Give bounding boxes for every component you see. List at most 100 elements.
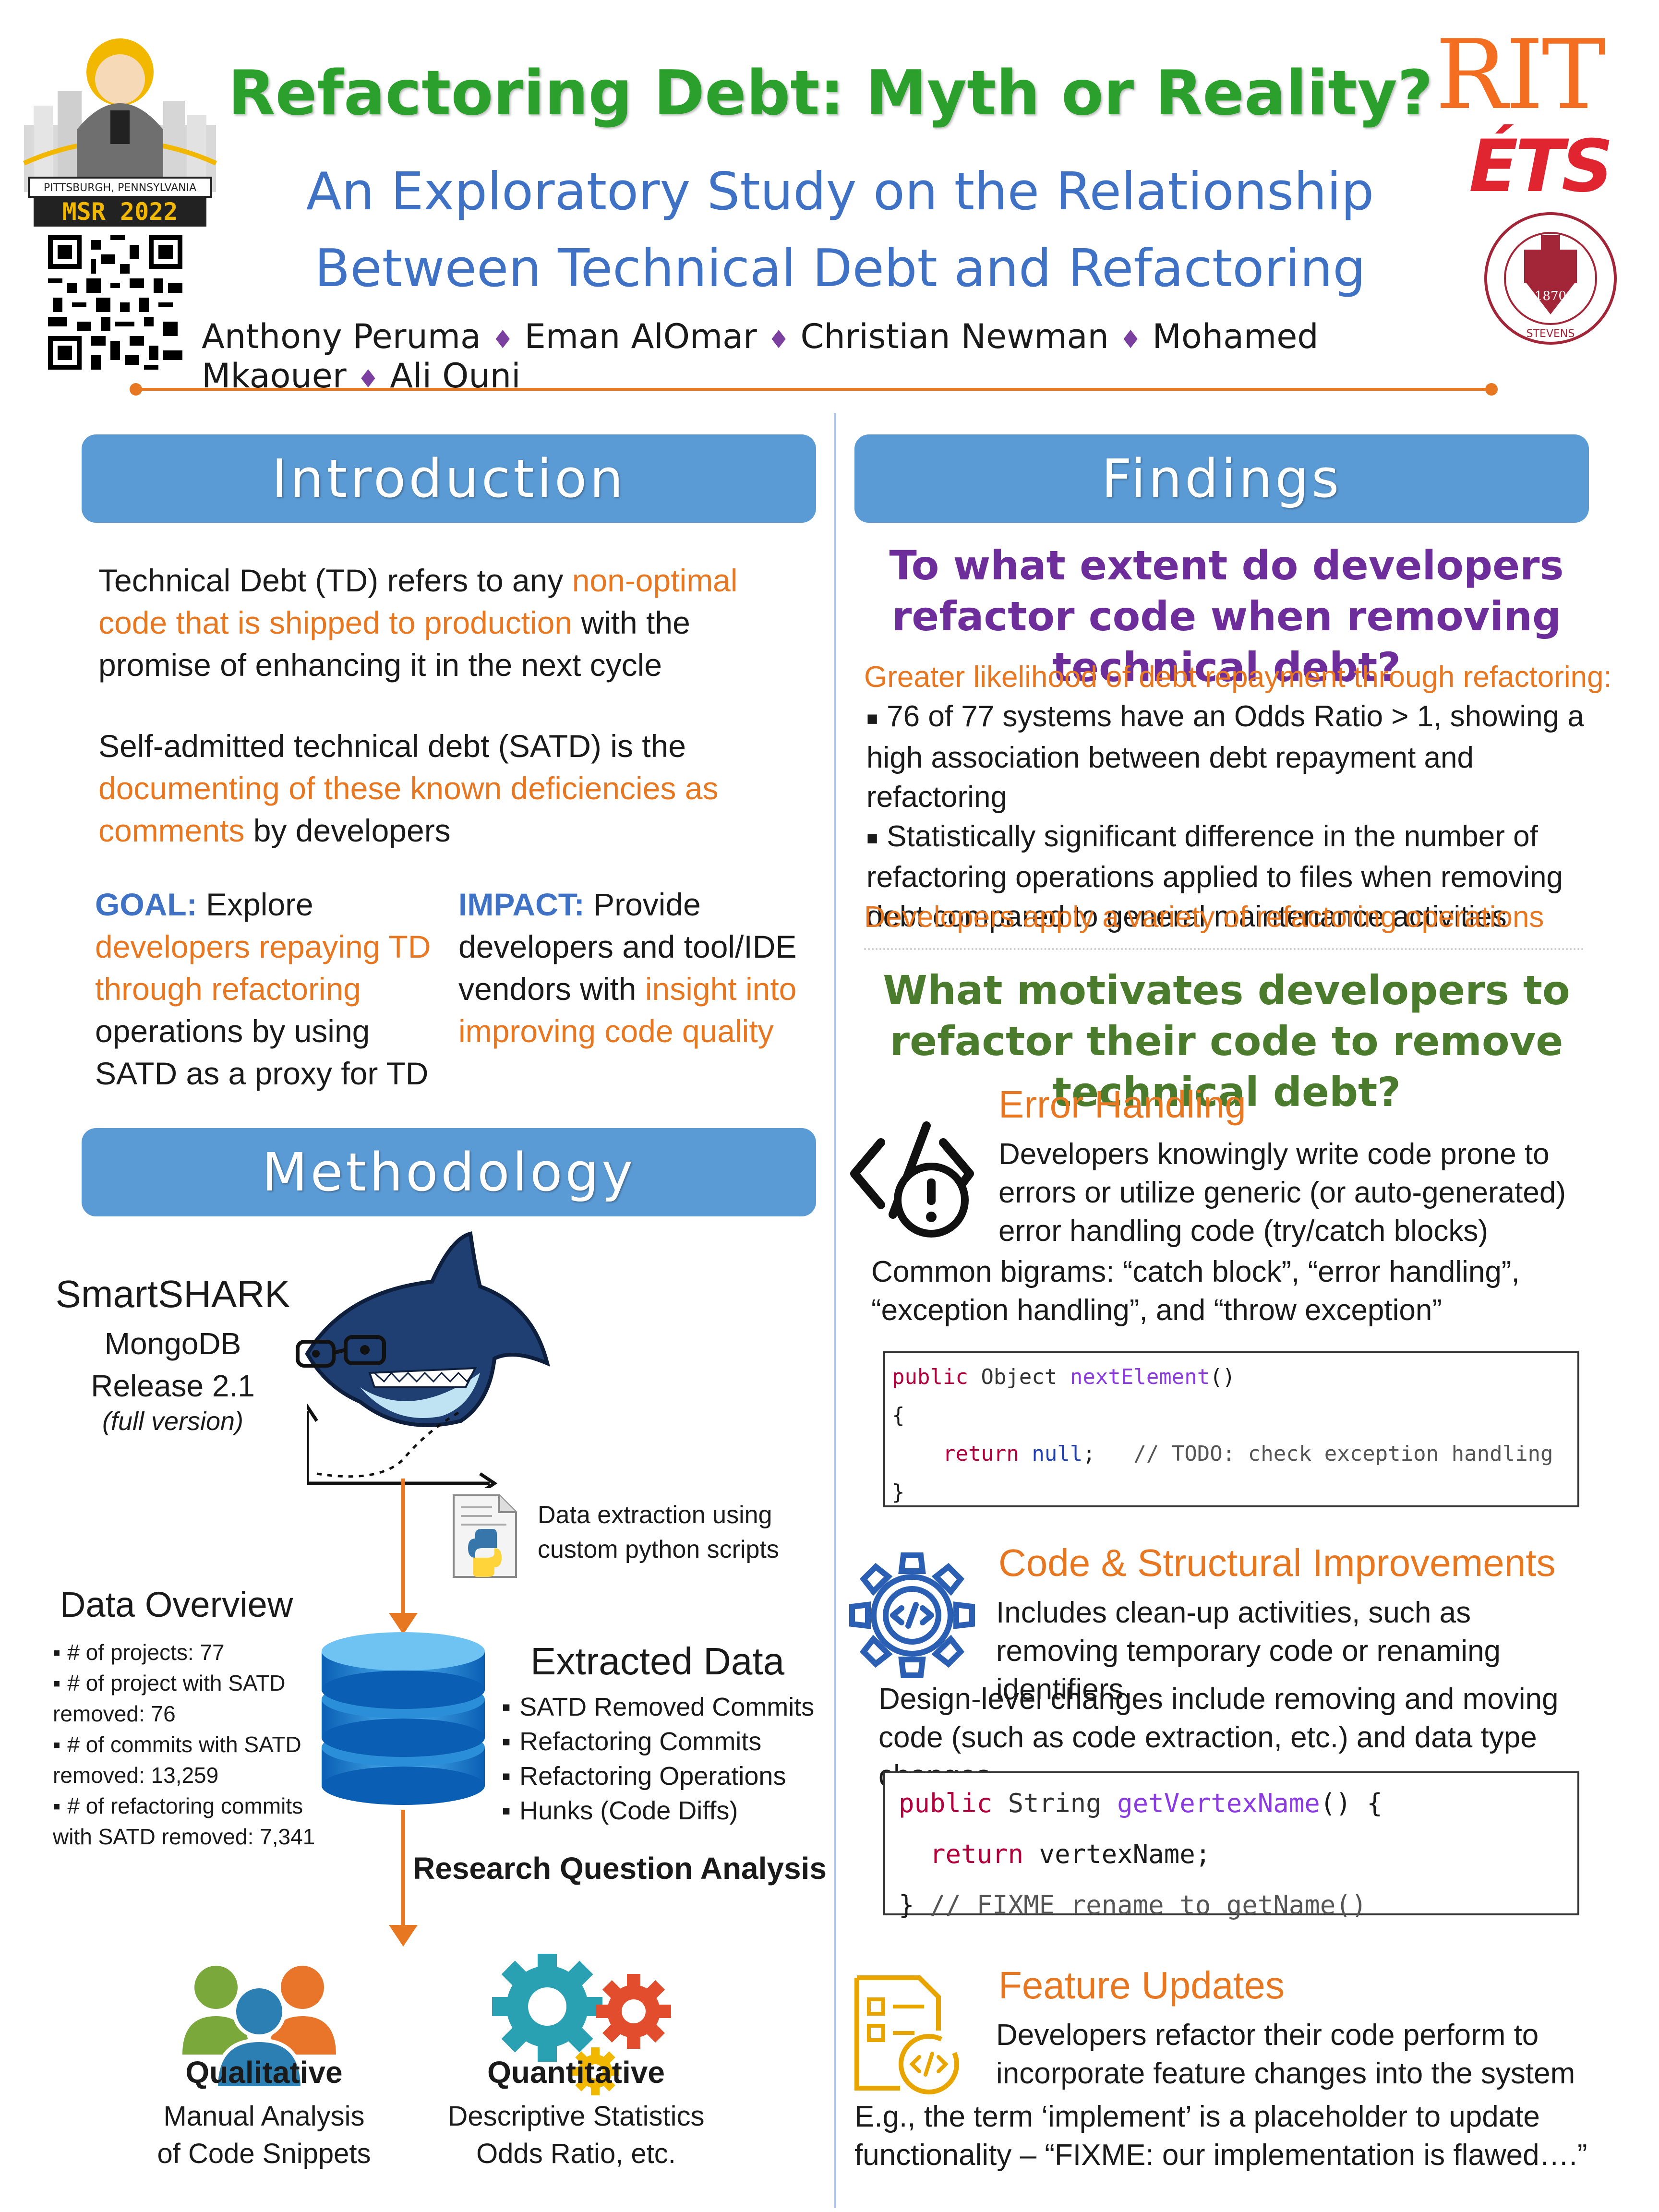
code-line: public String getVertexName() { (899, 1778, 1564, 1829)
list-item: # of projects: 77 (53, 1637, 341, 1668)
msr-city-text: PITTSBURGH, PENNSYLVANIA (44, 182, 196, 194)
methodology-heading: Methodology (82, 1128, 816, 1216)
extraction-line: custom python scripts (538, 1536, 779, 1563)
rit-logo: RIT (1435, 19, 1606, 131)
diamond-separator-icon: ♦ (767, 325, 790, 354)
design-level-changes: Design-level changes include removing an… (878, 1683, 1559, 1792)
code-punct: () { (1320, 1788, 1382, 1818)
msr-banner-text: MSR 2022 (62, 198, 178, 226)
author-name: Eman AlOmar (524, 317, 757, 356)
code-punct: () (1210, 1365, 1236, 1389)
author-name: Christian Newman (800, 317, 1109, 356)
flow-arrow-head-icon (389, 1925, 418, 1947)
rq1-findings-list: ■76 of 77 systems have an Odds Ratio > 1… (866, 697, 1615, 937)
code-comment: // TODO: check exception handling (1133, 1442, 1553, 1466)
error-handling-bigrams: Common bigrams: “catch block”, “error ha… (871, 1255, 1520, 1327)
msr-2022-logo: PITTSBURGH, PENNSYLVANIA MSR 2022 (19, 19, 221, 230)
author-list: Anthony Peruma♦Eman AlOmar♦Christian New… (202, 317, 1498, 396)
introduction-heading: Introduction (82, 434, 816, 523)
qualitative-description: Manual Analysis of Code Snippets (134, 2098, 394, 2173)
smartshark-name: SmartSHARK (55, 1273, 290, 1315)
code-line: return vertexName; (899, 1829, 1564, 1880)
qualitative-desc-line: of Code Snippets (157, 2138, 371, 2169)
stevens-year-text: 1870 (1535, 289, 1566, 303)
code-snippet-todo: public Object nextElement() { return nul… (883, 1351, 1579, 1507)
poster-title: Refactoring Debt: Myth or Reality? (228, 58, 1433, 129)
flow-arrow-shaft (401, 1810, 405, 1930)
code-type: Object (968, 1365, 1070, 1389)
qr-code[interactable] (48, 235, 182, 370)
subtitle-line-2: Between Technical Debt and Refactoring (314, 239, 1366, 299)
findings-divider (864, 948, 1584, 950)
code-punct: } (899, 1890, 930, 1920)
qualitative-title: Qualitative (185, 2055, 343, 2090)
bullet-square-icon: ■ (866, 828, 878, 849)
feature-updates-example: E.g., the term ‘implement’ is a placehol… (854, 2100, 1587, 2172)
axis-mark-icon (296, 1402, 509, 1494)
finding-text: Statistically significant difference in … (866, 819, 1563, 934)
stevens-seal-logo: 1870 STEVENS (1483, 211, 1618, 346)
error-handling-description: Developers knowingly write code prone to… (998, 1138, 1566, 1248)
intro-paragraph-satd: Self-admitted technical debt (SATD) is t… (98, 725, 770, 852)
data-overview-title: Data Overview (60, 1585, 293, 1624)
poster-subtitle: An Exploratory Study on the Relationship… (288, 154, 1392, 307)
code-function: nextElement (1070, 1365, 1210, 1389)
feature-updates-description: Developers refactor their code perform t… (996, 2019, 1575, 2090)
structural-improvements-title: Code & Structural Improvements (998, 1541, 1556, 1584)
list-item: # of refactoring commits with SATD remov… (53, 1791, 341, 1852)
code-function: getVertexName (1117, 1788, 1320, 1818)
goal-label: GOAL: (95, 887, 197, 922)
impact-highlight: insight into improving code quality (458, 971, 797, 1049)
code-snippet-fixme: public String getVertexName() { return v… (883, 1771, 1579, 1920)
goal-text: operations by using SATD as a proxy for … (95, 1013, 429, 1091)
data-overview-list: # of projects: 77 # of project with SATD… (53, 1637, 341, 1852)
smartshark-release: Release 2.1 (91, 1369, 255, 1403)
code-comment: // FIXME rename to getName() (930, 1890, 1367, 1920)
subtitle-line-1: An Exploratory Study on the Relationship (306, 162, 1374, 222)
people-group-icon (178, 1963, 341, 2090)
code-line: { (892, 1403, 905, 1428)
code-indent (899, 1839, 930, 1869)
code-keyword: return (930, 1839, 1024, 1869)
flow-arrow-shaft (401, 1479, 405, 1618)
smartshark-note: (full version) (102, 1407, 244, 1436)
diamond-separator-icon: ♦ (1119, 325, 1142, 354)
code-gear-icon (847, 1551, 977, 1680)
diamond-separator-icon: ♦ (491, 325, 514, 354)
extraction-line: Data extraction using (538, 1501, 772, 1529)
impact-statement: IMPACT: Provide developers and tool/IDE … (458, 883, 804, 1052)
research-question-2: What motivates developers to refactor th… (883, 967, 1570, 1116)
list-item: # of project with SATD removed: 76 (53, 1668, 341, 1729)
gears-icon (485, 1951, 686, 2098)
ets-logo: ÉTS (1469, 125, 1613, 208)
bullet-square-icon: ■ (866, 708, 878, 729)
structural-improvements-description: Includes clean-up activities, such as re… (996, 1596, 1501, 1706)
flow-arrow-head-icon (389, 1613, 418, 1635)
feature-updates-title: Feature Updates (998, 1964, 1285, 2007)
code-literal: null (1032, 1442, 1083, 1466)
quantitative-title: Quantitative (487, 2055, 665, 2090)
python-file-icon (449, 1493, 521, 1579)
intro-text: Self-admitted technical debt (SATD) is t… (98, 728, 686, 764)
qualitative-desc-line: Manual Analysis (163, 2101, 365, 2132)
document-refresh-icon (847, 1973, 962, 2098)
code-line: } (892, 1480, 905, 1504)
code-punct: ; (1082, 1442, 1134, 1466)
error-handling-title: Error Handling (998, 1083, 1246, 1126)
goal-highlight: developers repaying TD through refactori… (95, 929, 431, 1007)
intro-text: Technical Debt (TD) refers to any (98, 563, 572, 598)
impact-text: Provide developers and tool/IDE vendors … (458, 887, 797, 1007)
list-item: Hunks (Code Diffs) (502, 1793, 838, 1828)
smartshark-db-info: MongoDB Release 2.1 (53, 1322, 293, 1407)
code-error-icon (847, 1118, 977, 1243)
intro-text: by developers (244, 813, 451, 848)
code-keyword: public (892, 1365, 968, 1389)
impact-label: IMPACT: (458, 887, 585, 922)
list-item: ■Statistically significant difference in… (866, 817, 1615, 937)
code-line: return null; // TODO: check exception ha… (892, 1435, 1571, 1473)
quantitative-description: Descriptive Statistics Odds Ratio, etc. (432, 2098, 720, 2173)
list-item: ■76 of 77 systems have an Odds Ratio > 1… (866, 697, 1615, 817)
research-question-analysis-label: Research Question Analysis (413, 1851, 827, 1886)
code-line: public Object nextElement() (892, 1358, 1571, 1396)
intro-highlight: documenting of these known deficiencies … (98, 770, 719, 848)
